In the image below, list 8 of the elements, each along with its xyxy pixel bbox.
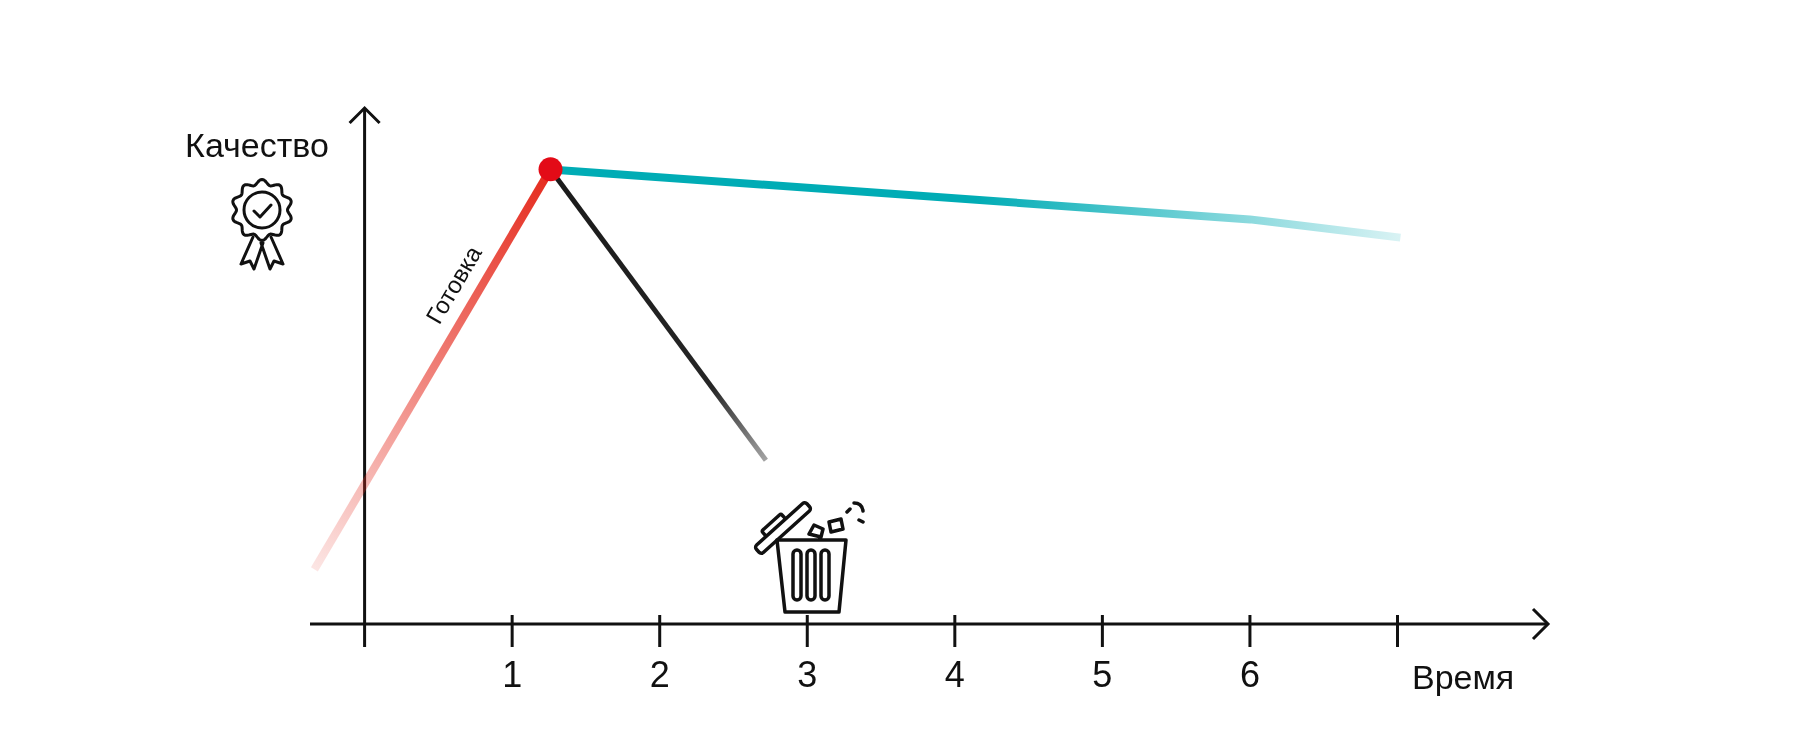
- tick-label: 1: [502, 657, 523, 693]
- tick-label: 6: [1239, 657, 1260, 693]
- tick-label: 3: [797, 657, 818, 693]
- axis-title: Качество: [185, 128, 329, 162]
- tick-label: 5: [1092, 657, 1113, 693]
- tick-label: 4: [944, 657, 965, 693]
- tick-label: 2: [649, 657, 670, 693]
- axis-title: Время: [1412, 660, 1515, 694]
